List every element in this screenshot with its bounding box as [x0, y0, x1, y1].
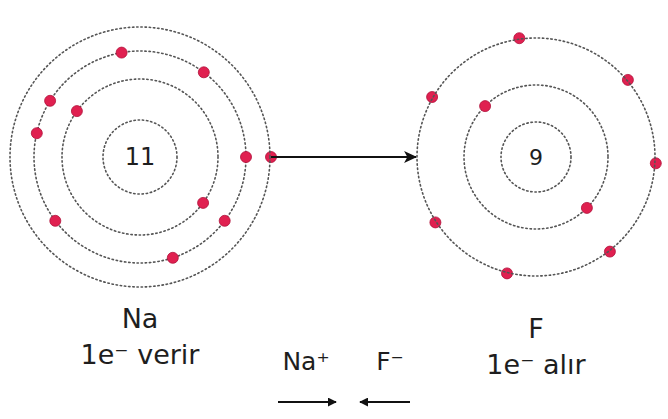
electron	[31, 128, 42, 139]
electron	[71, 106, 82, 117]
electron-shell	[62, 79, 218, 235]
electron-note: 1e⁻ verir	[9, 337, 271, 373]
electron	[581, 202, 592, 213]
attraction-arrow	[278, 401, 336, 403]
shell-outline	[10, 27, 270, 287]
electron-shell	[34, 51, 246, 263]
electron	[650, 158, 661, 169]
shell-outline	[103, 120, 177, 194]
electron-note: 1e⁻ alır	[416, 347, 656, 383]
electron-transfer-arrow	[271, 156, 416, 158]
electron	[198, 67, 209, 78]
shell-outline	[501, 122, 571, 192]
electron-shell	[464, 85, 608, 229]
electron	[198, 197, 209, 208]
atom-circle: F1e⁻ alır9	[416, 37, 656, 277]
nucleus-circle: 9	[500, 121, 572, 193]
electron	[241, 152, 252, 163]
electron	[116, 47, 127, 58]
ion-label: F⁻	[376, 347, 404, 377]
nucleus-label-box: 9	[500, 121, 572, 193]
electron	[219, 215, 230, 226]
shell-outline	[417, 38, 655, 276]
atom-caption: F1e⁻ alır	[416, 311, 656, 383]
electron	[45, 95, 56, 106]
nucleus-circle: 11	[102, 119, 178, 195]
element-symbol: Na	[9, 301, 271, 337]
electron	[167, 252, 178, 263]
attraction-arrow	[360, 401, 410, 403]
proton-number: 11	[125, 143, 156, 171]
element-symbol: F	[416, 311, 656, 347]
electron	[50, 215, 61, 226]
atom-caption: Na1e⁻ verir	[9, 301, 271, 373]
electron	[480, 101, 491, 112]
proton-number: 9	[529, 145, 543, 170]
ion-label: Na⁺	[282, 347, 329, 377]
nucleus-label-box: 11	[102, 119, 178, 195]
atom-circle: Na1e⁻ verir11	[9, 26, 271, 288]
